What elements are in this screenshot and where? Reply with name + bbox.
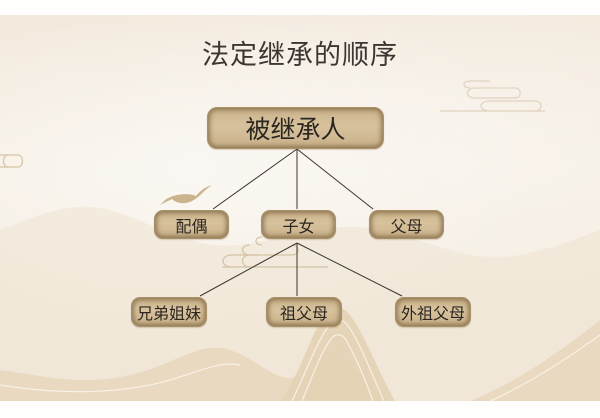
- node-label: 兄弟姐妹: [136, 304, 201, 323]
- node-maternal-grandparents: 外祖父母: [395, 297, 471, 327]
- node-label: 被继承人: [245, 115, 346, 144]
- parchment-background: 法定继承的顺序 被继承人 配偶 子女 父母 兄弟姐妹 祖父母 外祖父母: [0, 15, 600, 401]
- decorative-landscape: [0, 80, 600, 401]
- node-parents: 父母: [369, 210, 444, 239]
- node-label: 配偶: [175, 216, 208, 236]
- diagram-title: 法定继承的顺序: [202, 40, 398, 71]
- node-label: 子女: [282, 216, 315, 236]
- node-spouse: 配偶: [154, 210, 229, 239]
- node-label: 父母: [390, 216, 423, 236]
- node-label: 外祖父母: [400, 304, 465, 323]
- node-decedent: 被继承人: [207, 107, 384, 149]
- node-label: 祖父母: [279, 304, 328, 323]
- node-siblings: 兄弟姐妹: [131, 297, 207, 327]
- node-grandparents: 祖父母: [266, 297, 342, 327]
- node-children: 子女: [261, 210, 336, 239]
